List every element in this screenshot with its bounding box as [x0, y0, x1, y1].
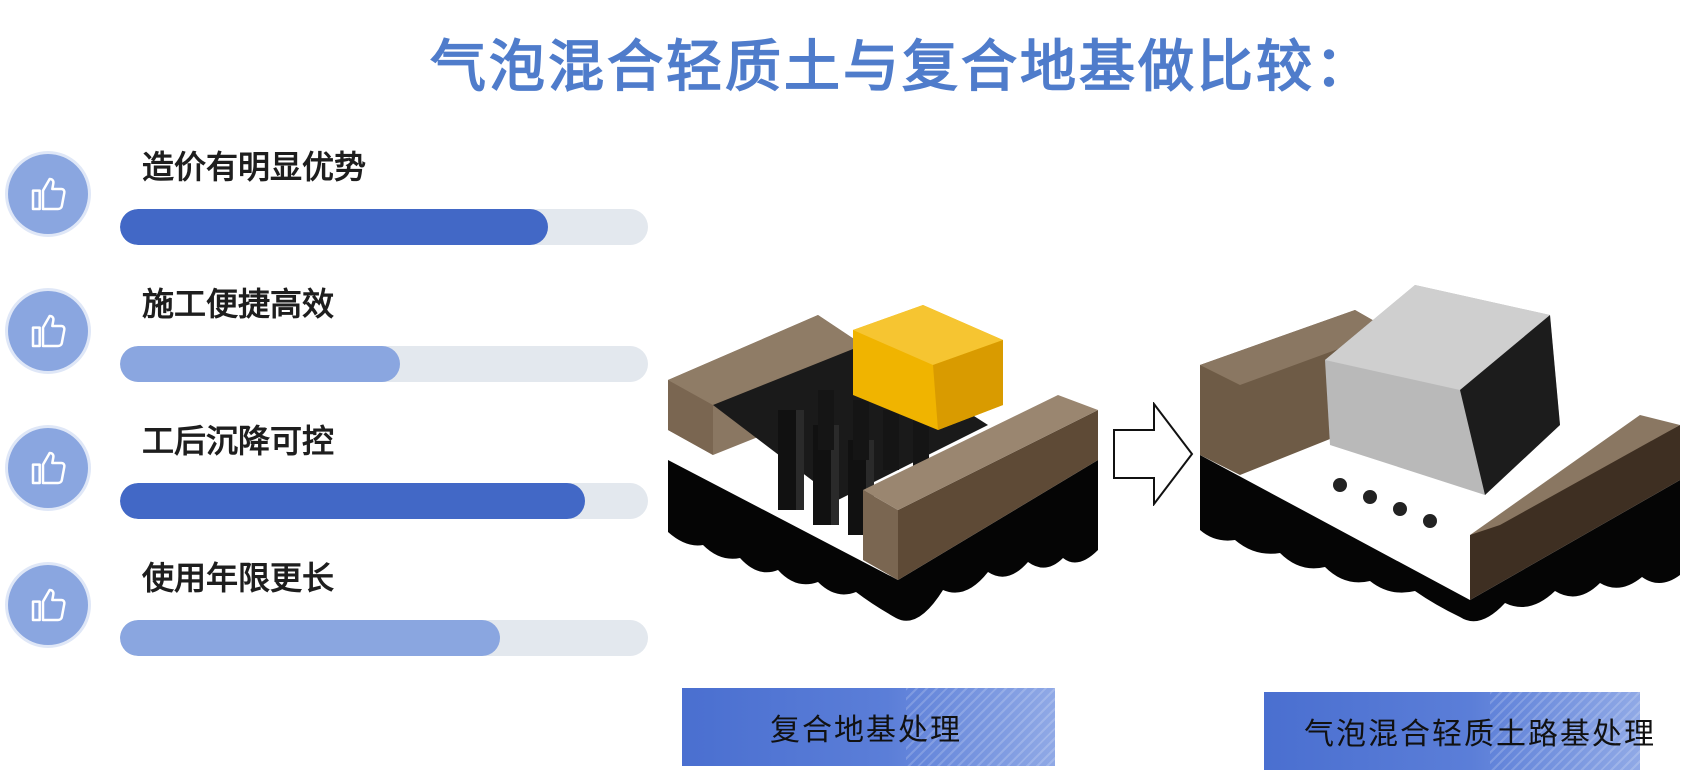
- thumbs-up-icon: [8, 291, 88, 371]
- advantage-item: 工后沉降可控: [0, 416, 660, 536]
- advantage-item: 施工便捷高效: [0, 279, 660, 399]
- advantage-label: 使用年限更长: [142, 559, 335, 597]
- progress-fill: [120, 346, 400, 382]
- advantage-label: 工后沉降可控: [142, 422, 335, 460]
- thumbs-up-icon: [8, 565, 88, 645]
- page-title: 气泡混合轻质土与复合地基做比较：: [430, 35, 1374, 100]
- caption-left: 复合地基处理: [682, 688, 1055, 766]
- progress-track: [120, 620, 648, 656]
- caption-left-text: 复合地基处理: [770, 713, 962, 748]
- caption-right: 气泡混合轻质土路基处理: [1264, 692, 1654, 770]
- progress-fill: [120, 620, 501, 656]
- composite-foundation-illustration: [668, 305, 1098, 621]
- arrow-right-icon: [1113, 402, 1194, 506]
- progress-track: [120, 483, 648, 519]
- advantage-item: 造价有明显优势: [0, 142, 660, 262]
- advantage-item: 使用年限更长: [0, 553, 660, 673]
- advantage-label: 造价有明显优势: [142, 148, 367, 186]
- caption-right-text: 气泡混合轻质土路基处理: [1304, 717, 1656, 752]
- thumbs-up-icon: [8, 428, 88, 508]
- progress-track: [120, 209, 648, 245]
- thumbs-up-icon: [8, 154, 88, 234]
- progress-track: [120, 346, 648, 382]
- progress-fill: [120, 483, 585, 519]
- advantage-label: 施工便捷高效: [142, 285, 335, 323]
- progress-fill: [120, 209, 548, 245]
- foam-soil-illustration: [1200, 285, 1680, 622]
